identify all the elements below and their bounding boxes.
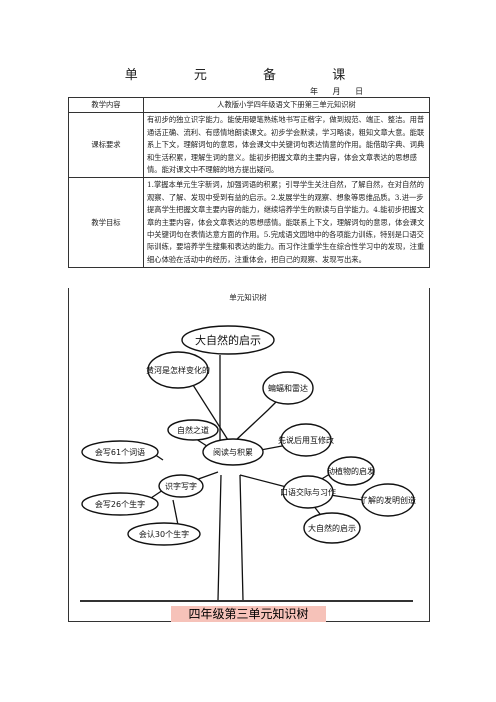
center-label: 阅读与积累 bbox=[213, 447, 253, 457]
root-label: 大自然的启示 bbox=[195, 333, 261, 347]
node-label: 动植物的启发 bbox=[327, 466, 375, 476]
node bbox=[327, 456, 375, 486]
lesson-plan-table: 教学内容 人教版小学四年级语文下册第三单元知识树 课标要求 有初步的独立识字能力… bbox=[68, 96, 430, 269]
node-center bbox=[202, 438, 264, 466]
branch bbox=[172, 499, 179, 526]
node-label: 会写26个生字 bbox=[95, 499, 145, 509]
node bbox=[167, 419, 219, 441]
row-label: 课标要求 bbox=[68, 112, 144, 179]
node-label: 蝙蝠和雷达 bbox=[268, 383, 308, 393]
row-value: 1.掌握本单元生字新词，加强词语的积累；引导学生关注自然，了解自然，在对自然的观… bbox=[143, 177, 430, 269]
row-label: 教学内容 bbox=[68, 96, 144, 114]
node-root bbox=[181, 325, 275, 355]
tree-banner: 四年级第三单元知识树 bbox=[188, 607, 309, 621]
table-row: 教学目标 1.掌握本单元生字新词，加强词语的积累；引导学生关注自然，了解自然，在… bbox=[68, 177, 430, 269]
node-label: 口语交际与习作 bbox=[280, 487, 336, 497]
node-label: 识字写字 bbox=[165, 481, 197, 491]
row-value: 人教版小学四年级语文下册第三单元知识树 bbox=[143, 96, 430, 114]
table-row: 课标要求 有初步的独立识字能力。能使用硬笔熟练地书写正楷字，做到规范、端正、整洁… bbox=[68, 112, 430, 179]
row-label: 教学目标 bbox=[68, 177, 144, 269]
node bbox=[81, 440, 159, 464]
tree-section-title: 单元知识树 bbox=[229, 293, 267, 302]
node-label: 自然之道 bbox=[177, 425, 209, 435]
banner-background bbox=[171, 606, 326, 622]
node-label: 黄河是怎样变化的 bbox=[146, 365, 210, 375]
node bbox=[361, 483, 415, 517]
node-label: 先说后用互修改 bbox=[278, 435, 334, 445]
date-line: 年 月 日 bbox=[310, 87, 364, 96]
branch bbox=[329, 494, 364, 501]
node-label: 了解的发明创造 bbox=[360, 495, 416, 505]
node-label: 会写61个词语 bbox=[95, 447, 145, 457]
page-title: 单 元 备 课 bbox=[124, 68, 372, 83]
node bbox=[158, 474, 204, 498]
node bbox=[280, 423, 332, 457]
node-label: 会认30个生字 bbox=[139, 529, 189, 539]
node bbox=[262, 371, 314, 405]
node bbox=[127, 522, 201, 546]
node-label: 大自然的启示 bbox=[308, 523, 356, 533]
node bbox=[303, 512, 361, 544]
knowledge-tree-diagram: 大自然的启示 黄河是怎样变化的 蝙蝠和雷达 自然之道 阅读与积累 先说后用互修改… bbox=[81, 325, 416, 600]
table-row: 教学内容 人教版小学四年级语文下册第三单元知识树 bbox=[68, 96, 430, 114]
node bbox=[81, 492, 159, 516]
row-value: 有初步的独立识字能力。能使用硬笔熟练地书写正楷字，做到规范、端正、整洁。用普通话… bbox=[143, 112, 430, 179]
divider bbox=[80, 600, 413, 602]
tree-trunk bbox=[217, 474, 244, 600]
node bbox=[147, 351, 209, 389]
node bbox=[282, 475, 334, 509]
